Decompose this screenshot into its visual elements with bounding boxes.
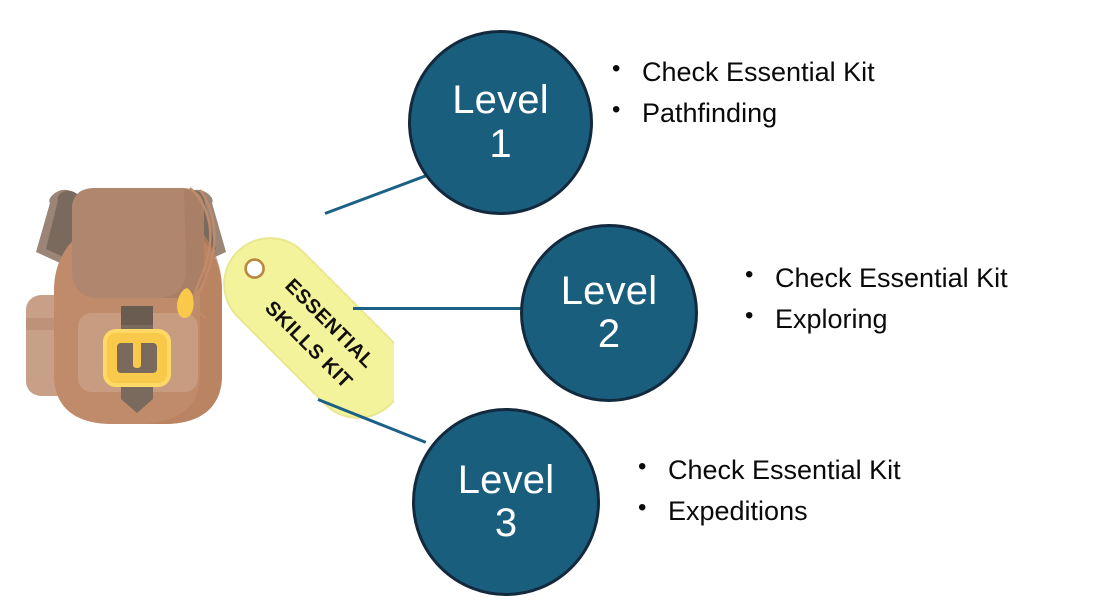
list-item: Check Essential Kit	[612, 51, 875, 93]
list-item: Pathfinding	[612, 92, 875, 134]
list-item: Exploring	[745, 298, 1008, 340]
backpack-tassel	[177, 288, 194, 318]
level-3-circle[interactable]: Level 3	[412, 408, 600, 596]
level-2-list: Check Essential Kit Exploring	[745, 257, 1008, 340]
level-3-list: Check Essential Kit Expeditions	[638, 449, 901, 532]
essential-skills-kit-tag: ESSENTIAL SKILLS KIT	[223, 237, 394, 419]
level-2-label: Level	[560, 268, 658, 313]
level-3-label: Level	[457, 457, 555, 502]
tag-string	[189, 187, 216, 320]
level-3-number: 3	[494, 501, 518, 545]
list-item: Check Essential Kit	[638, 449, 901, 491]
list-item: Check Essential Kit	[745, 257, 1008, 299]
connector-level-2	[353, 307, 534, 310]
list-item: Expeditions	[638, 490, 901, 532]
backpack-buckle-strap	[103, 306, 171, 413]
level-1-list: Check Essential Kit Pathfinding	[612, 51, 875, 134]
level-2-circle[interactable]: Level 2	[520, 224, 698, 402]
level-1-number: 1	[489, 121, 512, 166]
level-1-label: Level	[452, 78, 549, 123]
backpack-flap	[72, 188, 204, 298]
level-1-circle[interactable]: Level 1	[408, 30, 593, 215]
backpack-illustration: ESSENTIAL SKILLS KIT	[26, 187, 394, 424]
level-2-number: 2	[597, 312, 621, 356]
